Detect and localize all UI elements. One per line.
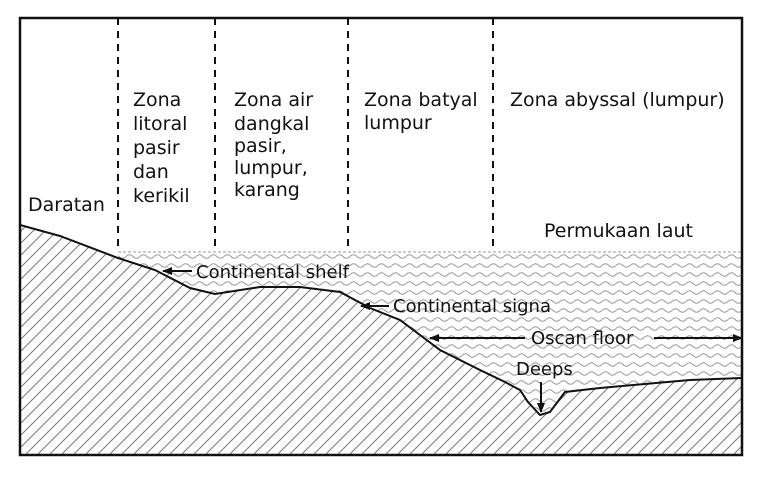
zone-label-line: pasir <box>133 137 180 159</box>
sea-surface-label: Permukaan laut <box>544 220 693 242</box>
zone-label-line: Zona batyal <box>364 89 478 111</box>
zone-label-line: kerikil <box>133 185 190 207</box>
zone-label-daratan: Daratan <box>28 194 105 216</box>
zone-label-line: karang <box>234 179 300 201</box>
sea-water-area <box>118 252 742 415</box>
zone-label-line: dangkal <box>234 113 309 135</box>
diagram-frame <box>18 16 744 457</box>
zone-label-line: Zona abyssal (lumpur) <box>510 89 725 111</box>
zone-label-dangkal: Zona air dangkal pasir, lumpur, karang <box>234 89 319 201</box>
seabed-profile-line <box>20 224 742 417</box>
zone-label-litoral: Zona litoral pasir dan kerikil <box>133 89 193 207</box>
zone-label-line: lumpur, <box>234 157 308 179</box>
zone-label-line: Daratan <box>28 194 105 216</box>
zone-label-line: pasir, <box>234 135 287 157</box>
zone-label-abyssal: Zona abyssal (lumpur) <box>510 89 725 111</box>
zone-label-line: lumpur <box>364 112 432 134</box>
zone-label-line: litoral <box>133 113 187 135</box>
zone-label-line: Zona air <box>234 89 313 111</box>
zone-label-batyal: Zona batyal lumpur <box>364 89 484 134</box>
continental-slope-label: Continental signa <box>393 296 551 317</box>
zone-label-line: Zona <box>133 89 181 111</box>
ocean-floor-label: Oscan floor <box>531 328 634 349</box>
continental-shelf-label: Continental shelf <box>196 262 350 283</box>
zone-label-line: dan <box>133 161 169 183</box>
deeps-label: Deeps <box>516 359 573 380</box>
